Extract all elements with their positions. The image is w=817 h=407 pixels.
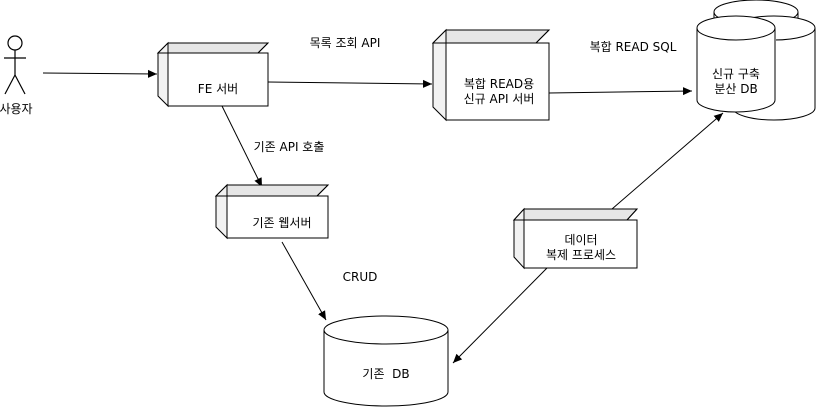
actor-label: 사용자 xyxy=(0,102,33,116)
node-label-line2: 신규 API 서버 xyxy=(464,92,535,106)
edge-label-list-api: 목록 조회 API xyxy=(310,36,381,50)
actor-user: 사용자 xyxy=(0,35,33,116)
db-cylinder-front xyxy=(696,15,776,113)
person-stick-figure-icon xyxy=(4,35,26,95)
box-top-face xyxy=(431,29,551,44)
box-top-face xyxy=(156,42,270,54)
box-front-face xyxy=(167,52,269,107)
node-legacy-web-server: 기존 웹서버 xyxy=(214,183,330,240)
node-fe-server: FE 서버 xyxy=(156,41,270,108)
box-front-face xyxy=(445,42,550,121)
node-label: FE 서버 xyxy=(198,82,238,96)
edge-replication-to-new-db xyxy=(611,112,724,210)
node-label-line1: 복합 READ용 xyxy=(464,77,534,91)
edge-user-to-fe xyxy=(42,69,158,78)
node-new-distributed-db: 신규 구축 분산 DB xyxy=(696,0,816,121)
box-side-face xyxy=(513,207,525,270)
box-front-face xyxy=(226,195,329,239)
node-label-line1: 신규 구축 xyxy=(712,67,760,81)
box-side-face xyxy=(157,41,169,108)
node-label-line1: 데이터 xyxy=(564,233,597,247)
edge-composite-api-to-new-db xyxy=(548,87,693,96)
node-label: 기존 웹서버 xyxy=(252,216,311,230)
node-label-line2: 분산 DB xyxy=(714,82,757,96)
edge-label-crud: CRUD xyxy=(343,270,378,284)
edge-fe-to-composite-api xyxy=(267,79,433,88)
node-legacy-db: 기존 DB xyxy=(323,315,449,407)
edge-replication-to-legacy-db xyxy=(452,267,548,364)
box-side-face xyxy=(215,183,228,240)
node-composite-api-server: 복합 READ용 신규 API 서버 xyxy=(431,28,551,122)
node-replication-process: 데이터 복제 프로세스 xyxy=(512,207,639,270)
node-label-line2: 복제 프로세스 xyxy=(546,248,616,262)
box-top-face xyxy=(512,208,639,221)
edge-label-legacy-api-call: 기존 API 호출 xyxy=(254,140,325,154)
edge-legacy-web-to-legacy-db xyxy=(281,241,327,321)
box-front-face xyxy=(523,219,638,269)
box-top-face xyxy=(214,184,330,197)
node-label: 기존 DB xyxy=(362,367,409,381)
edges xyxy=(42,69,724,364)
edge-fe-to-legacy-web xyxy=(221,105,263,188)
edge-label-composite-sql: 복합 READ SQL xyxy=(590,40,677,54)
